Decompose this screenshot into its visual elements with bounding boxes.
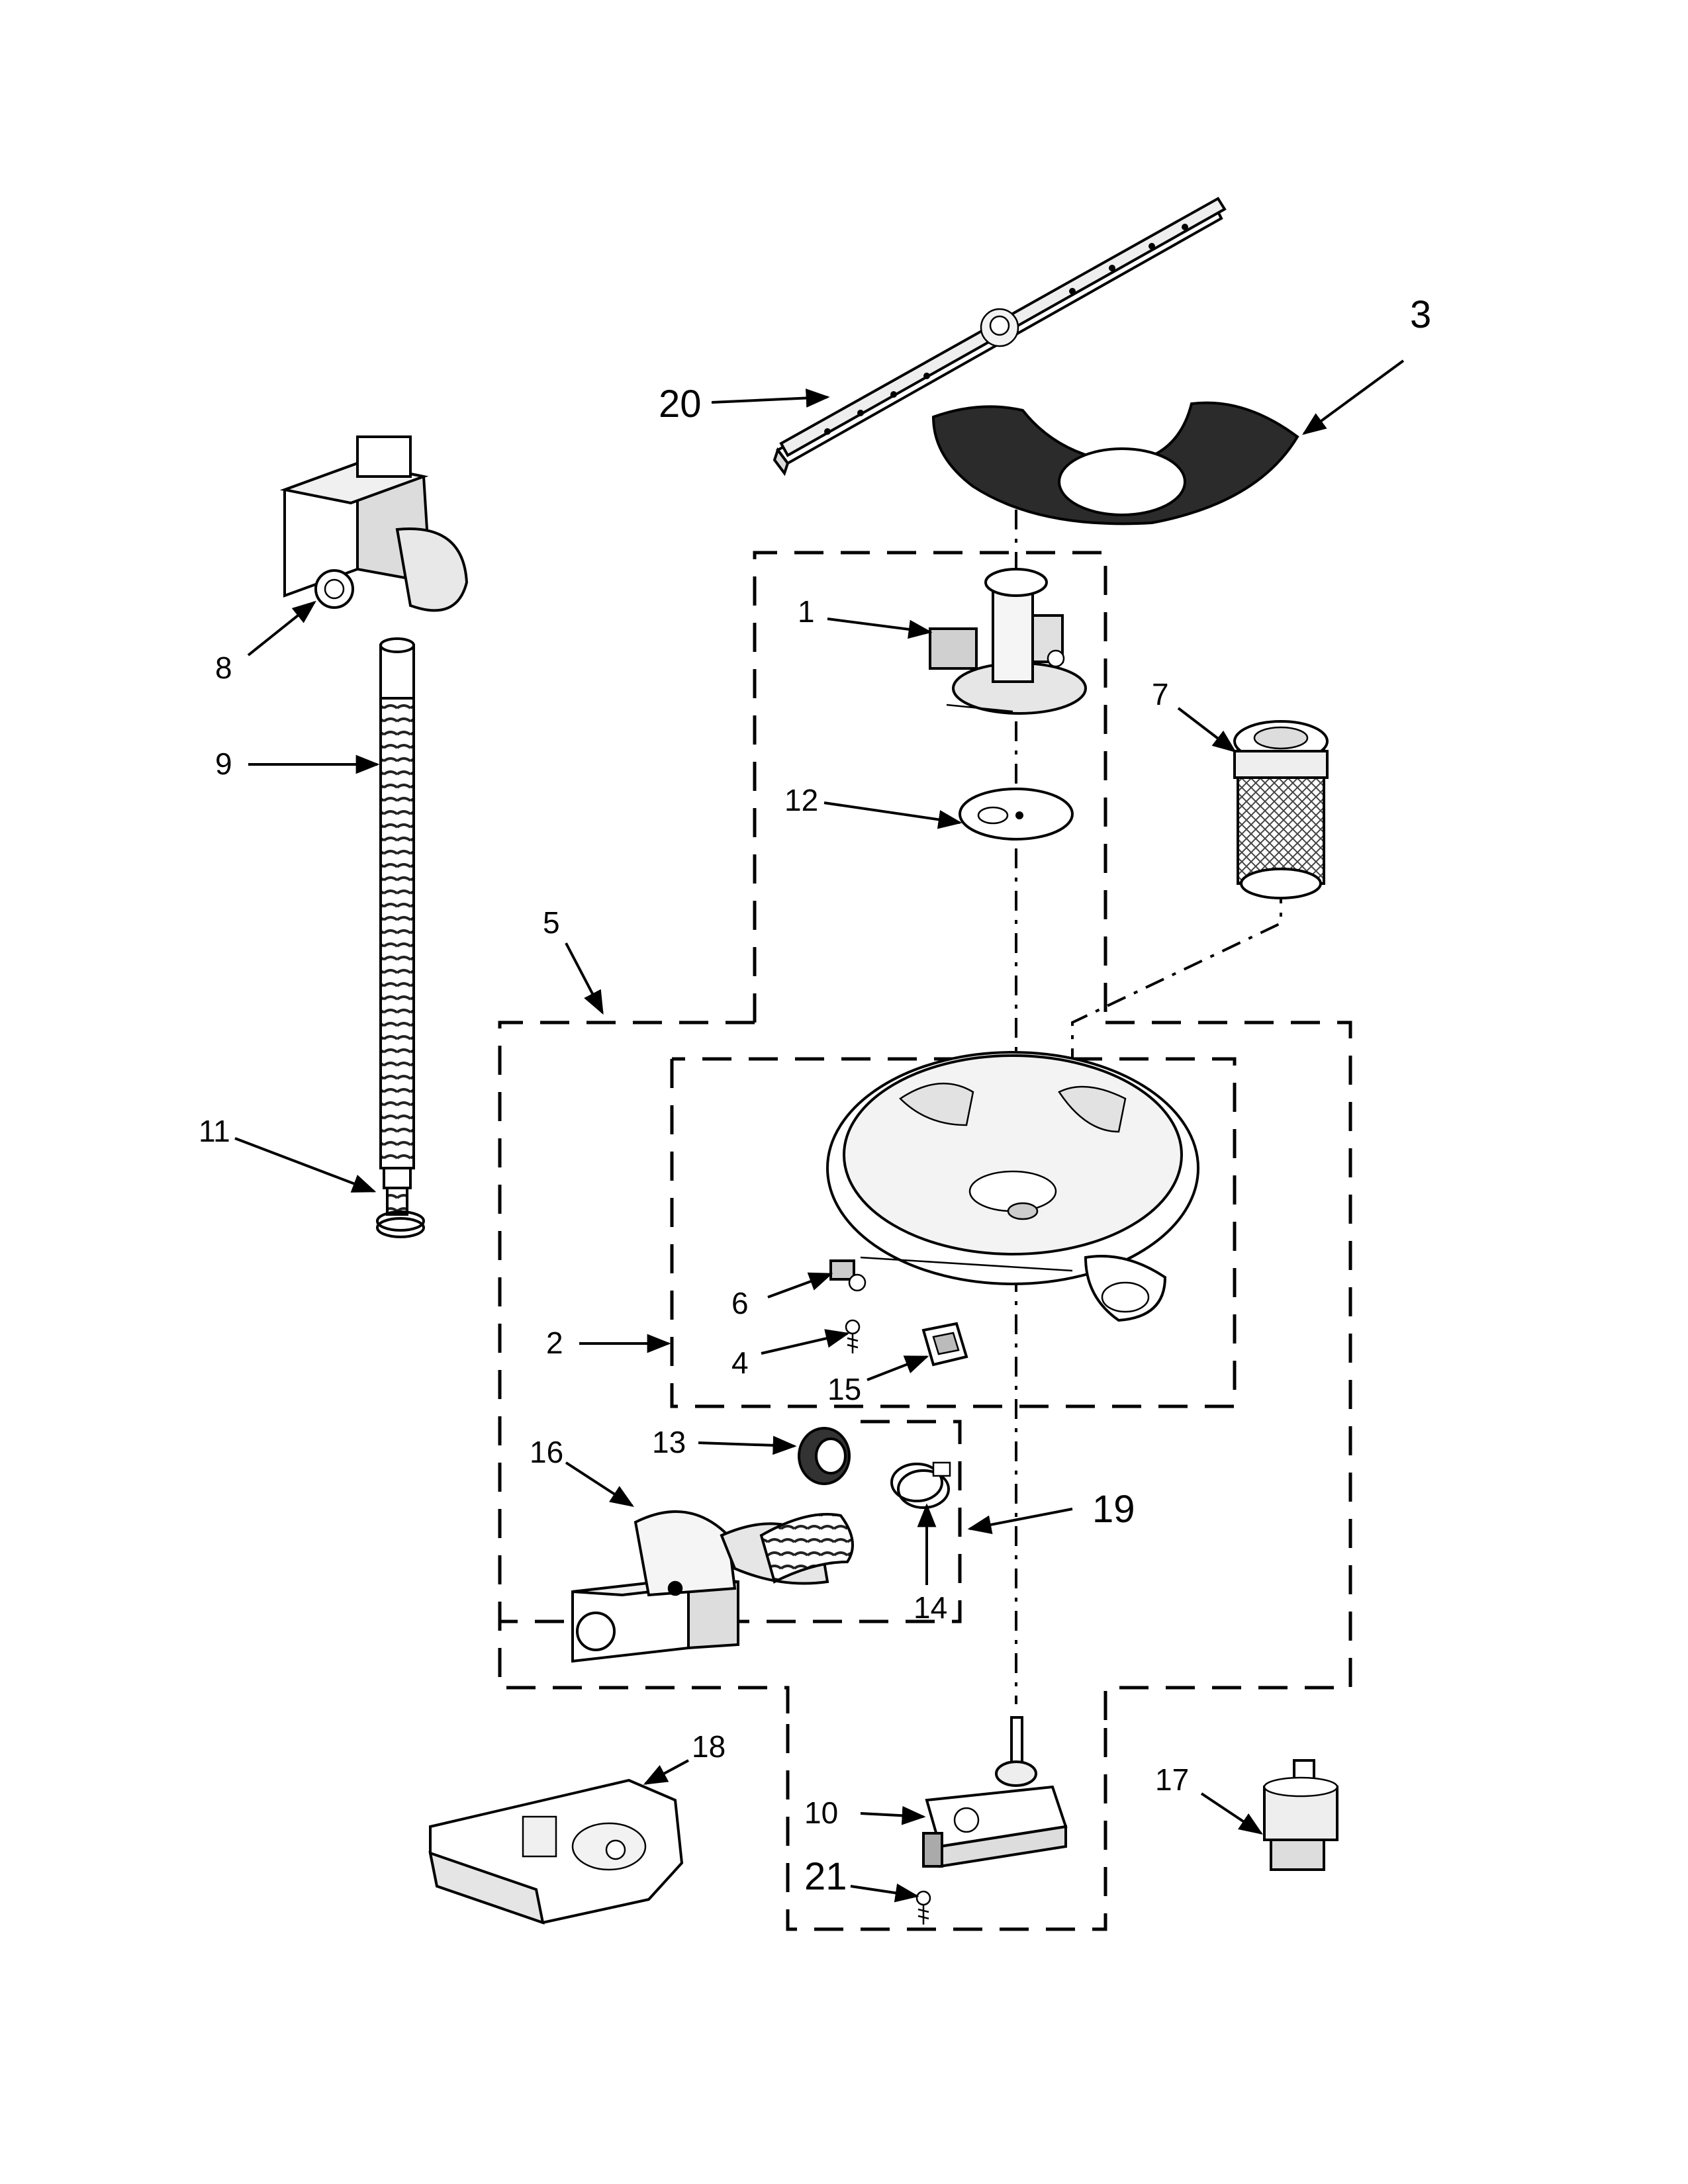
callout-14: 14 (914, 1590, 947, 1625)
drain-pump-part-8 (279, 435, 469, 612)
clamp-part-11 (376, 1210, 425, 1238)
callout-labels: 20 3 1 12 7 8 9 11 5 2 6 4 15 13 16 14 1… (199, 293, 1431, 1898)
callout-6: 6 (731, 1286, 749, 1320)
spray-arm-part-20 (773, 197, 1227, 477)
screw-part-21 (915, 1890, 931, 1925)
callout-18: 18 (692, 1729, 726, 1764)
callout-12: 12 (784, 783, 818, 817)
seal-ring-part-13 (798, 1427, 851, 1485)
callout-17: 17 (1155, 1762, 1189, 1797)
callout-10: 10 (804, 1796, 838, 1830)
diverter-part-1 (929, 568, 1087, 715)
seal-part-12 (959, 788, 1074, 841)
drain-hose-part-9 (379, 637, 415, 1216)
sensor-part-17 (1263, 1759, 1338, 1871)
callout-5: 5 (543, 905, 560, 940)
leader-arrows (234, 359, 1405, 1903)
callout-19: 19 (1092, 1488, 1135, 1531)
shield-part-3 (931, 401, 1299, 525)
callout-8: 8 (215, 651, 232, 685)
callout-11: 11 (199, 1114, 230, 1148)
small-parts (829, 1259, 968, 1367)
callout-16: 16 (530, 1435, 563, 1469)
callout-20: 20 (659, 383, 702, 426)
filter-part-7 (1233, 720, 1329, 899)
circulation-pump-part-16 (571, 1510, 854, 1663)
sump-part-2 (826, 1051, 1199, 1322)
callout-4: 4 (731, 1345, 749, 1380)
bracket-part-18 (428, 1778, 684, 1925)
callout-21: 21 (804, 1855, 847, 1898)
callout-9: 9 (215, 747, 232, 781)
callout-15: 15 (827, 1372, 861, 1406)
callout-7: 7 (1152, 677, 1169, 711)
callout-2: 2 (546, 1326, 563, 1360)
callout-13: 13 (652, 1425, 686, 1459)
motor-part-10 (922, 1716, 1068, 1868)
callout-1: 1 (798, 594, 815, 629)
callout-3: 3 (1410, 293, 1431, 336)
hose-clamp-part-14 (890, 1461, 951, 1509)
